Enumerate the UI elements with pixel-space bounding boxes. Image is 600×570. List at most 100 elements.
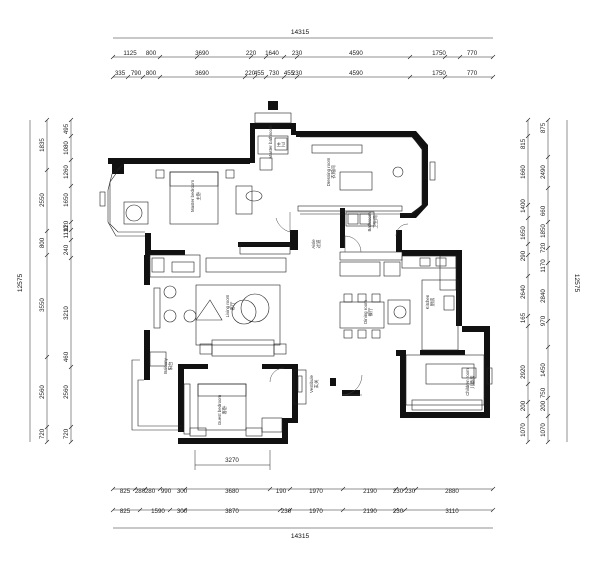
right-tick-a-10 xyxy=(545,439,551,445)
top-row1-dim-5: 230 xyxy=(292,50,303,57)
bottom-tick-a-9 xyxy=(402,486,408,492)
left-col2-dim-10: 720 xyxy=(63,428,70,439)
left-col2-dim-0: 495 xyxy=(63,123,70,134)
top-total-dim: 14315 xyxy=(291,29,310,36)
top-tick-b-9 xyxy=(407,74,413,80)
guest-bedroom-cn: 客卧 xyxy=(221,405,228,414)
top-row1-dim-3: 220 xyxy=(246,50,257,57)
top-row2-dim-3: 3690 xyxy=(195,70,209,77)
right-col2-dim-6: 2840 xyxy=(540,289,547,303)
living-cn: 客厅 xyxy=(229,301,236,310)
bottom-row2-dim-3: 3870 xyxy=(225,508,239,515)
right-col1-dim-7: 2920 xyxy=(520,365,527,379)
left-tick-b-1 xyxy=(68,133,74,139)
right-col2-dim-2: 660 xyxy=(540,205,547,216)
right-tick-b-12 xyxy=(525,439,531,445)
right-col2-dim-7: 970 xyxy=(540,315,547,326)
top-tick-b-2 xyxy=(140,74,146,80)
top-tick-b-6 xyxy=(263,74,269,80)
right-tick-b-7 xyxy=(525,313,531,319)
right-tick-b-0 xyxy=(525,117,531,123)
top-row1-dim-7: 1750 xyxy=(432,50,446,57)
top-row2-dim-7: 455 xyxy=(284,70,295,77)
top-row1-dim-8: 770 xyxy=(467,50,478,57)
left-col2-dim-2: 1260 xyxy=(63,165,70,179)
left-col1-dim-4: 2560 xyxy=(39,385,46,399)
right-tick-a-0 xyxy=(545,117,551,123)
bottom-row2-dim-6: 2190 xyxy=(363,508,377,515)
right-col1-dim-2: 1400 xyxy=(520,199,527,213)
left-total-dim: 12575 xyxy=(17,274,24,293)
right-tick-b-5 xyxy=(525,252,531,258)
left-tick-a-4 xyxy=(44,354,50,360)
dimension-ticks xyxy=(44,54,551,513)
dimension-lines xyxy=(29,37,568,529)
left-tick-b-2 xyxy=(68,157,74,163)
bottom-tick-a-4 xyxy=(182,486,188,492)
bottom-row2-dim-5: 1970 xyxy=(309,508,323,515)
top-tick-b-3 xyxy=(157,74,163,80)
bottom-tick-b-2 xyxy=(167,507,173,513)
top-tick-a-7 xyxy=(407,54,413,60)
top-row2-dim-6: 730 xyxy=(269,70,280,77)
children-room-en: Children room xyxy=(465,368,470,396)
master-bath-cn: 主卫 xyxy=(277,141,286,147)
vestibule-en: Vestibule xyxy=(309,375,314,393)
bottom-row1-dim-3: 990 xyxy=(161,488,172,495)
bottom-row1-dim-9: 230 xyxy=(393,488,404,495)
bottom-row1-dim-1: 280 xyxy=(135,488,146,495)
dressing-en: Dressing room xyxy=(326,157,331,186)
top-tick-a-5 xyxy=(281,54,287,60)
right-tick-a-1 xyxy=(545,154,551,160)
walls xyxy=(108,101,490,444)
left-col2-dim-3: 1650 xyxy=(63,193,70,207)
bottom-tick-a-7 xyxy=(340,486,346,492)
bottom-tick-b-7 xyxy=(393,507,399,513)
bottom-tick-a-1 xyxy=(132,486,138,492)
right-tick-b-6 xyxy=(525,273,531,279)
bottom-row1-dim-11: 2880 xyxy=(445,488,459,495)
bottom-tick-a-2 xyxy=(142,486,148,492)
dressing-cn: 衣帽间 xyxy=(330,165,337,178)
left-tick-b-6 xyxy=(68,237,74,243)
bottom-total-dim: 14315 xyxy=(291,533,310,540)
right-tick-a-6 xyxy=(545,318,551,324)
left-col1-dim-1: 2550 xyxy=(39,193,46,207)
left-tick-a-0 xyxy=(44,117,50,123)
kitchen-en: Kitchen xyxy=(425,294,430,309)
bottom-row1-dim-10: 230 xyxy=(405,488,416,495)
right-col2-dim-3: 1850 xyxy=(540,224,547,238)
bottom-tick-b-5 xyxy=(287,507,293,513)
bottom-tick-b-9 xyxy=(490,507,496,513)
left-tick-a-3 xyxy=(44,252,50,258)
right-tick-a-8 xyxy=(545,395,551,401)
right-tick-b-2 xyxy=(525,202,531,208)
right-tick-a-9 xyxy=(545,413,551,419)
right-col1-dim-8: 200 xyxy=(520,400,527,411)
outlines xyxy=(99,112,493,437)
top-tick-a-10 xyxy=(490,54,496,60)
right-tick-b-10 xyxy=(525,399,531,405)
left-col1-dim-2: 800 xyxy=(39,237,46,248)
top-row2-dim-2: 800 xyxy=(146,70,157,77)
top-row2-dim-1: 790 xyxy=(131,70,142,77)
left-col2-dim-9: 2560 xyxy=(63,385,70,399)
left-col2-dim-7: 3210 xyxy=(63,306,70,320)
right-col2-dim-11: 1070 xyxy=(540,423,547,437)
bottom-row2-dim-0: 825 xyxy=(120,508,131,515)
aisle-cn: 过道 xyxy=(315,239,322,248)
top-tick-b-8 xyxy=(294,74,300,80)
bottom-tick-a-6 xyxy=(287,486,293,492)
master-bath-en: Master bathroom xyxy=(268,125,273,159)
top-row1-dim-4: 1640 xyxy=(265,50,279,57)
top-tick-a-3 xyxy=(248,54,254,60)
right-tick-a-5 xyxy=(545,260,551,266)
left-tick-a-1 xyxy=(44,167,50,173)
bathroom-cn: 卫生间 xyxy=(372,215,379,228)
right-col2-dim-10: 200 xyxy=(540,400,547,411)
bottom-row1-dim-6: 190 xyxy=(276,488,287,495)
right-col2-dim-5: 1170 xyxy=(540,259,547,273)
bottom-tick-a-8 xyxy=(393,486,399,492)
